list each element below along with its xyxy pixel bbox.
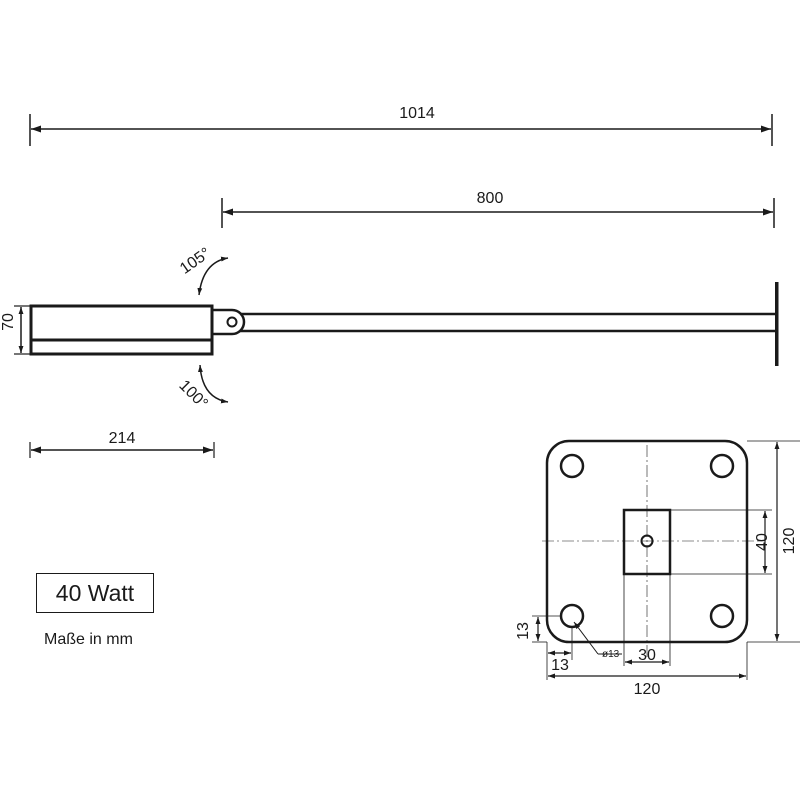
- arm-bracket: [622, 508, 672, 576]
- arm-tube: [240, 312, 775, 333]
- mounting-hole-bottom-left: [559, 603, 585, 629]
- hole-offset-x-label: 13: [551, 657, 569, 674]
- head-height-label: 70: [0, 313, 17, 331]
- wall-plate-side: [775, 282, 779, 366]
- mounting-hole-bottom-right: [709, 603, 735, 629]
- arm-length-label: 800: [477, 190, 504, 207]
- bracket-width-label: 30: [638, 647, 656, 664]
- swivel-joint: [212, 308, 246, 336]
- bracket-hole: [640, 534, 654, 548]
- tilt-down-label: 100°: [175, 377, 210, 412]
- hole-diameter-label: ø13: [602, 649, 620, 660]
- tilt-down-indicator: 100°: [175, 364, 229, 413]
- dimension-head-height: 70: [0, 305, 30, 355]
- power-rating-badge: 40 Watt: [36, 573, 154, 613]
- dimension-overall-length: 1014: [29, 105, 773, 146]
- mounting-plate-view: 40 120 30 13 13 ø13 120: [515, 439, 800, 698]
- plate-width-label: 120: [634, 681, 661, 698]
- mounting-hole-top-right: [709, 453, 735, 479]
- overall-length-label: 1014: [399, 105, 435, 122]
- head-length-label: 214: [109, 430, 136, 447]
- tilt-up-indicator: 105°: [177, 245, 229, 296]
- plate-height-label: 120: [781, 528, 798, 555]
- mounting-hole-top-left: [559, 453, 585, 479]
- dimension-head-length: 214: [29, 430, 215, 458]
- mounting-plate: [545, 439, 749, 644]
- dimension-arm-length: 800: [221, 190, 775, 228]
- tilt-up-label: 105°: [177, 245, 214, 278]
- lamp-head: [29, 304, 214, 356]
- units-note: Maße in mm: [44, 631, 133, 648]
- lamp-side-view: [29, 282, 779, 366]
- hole-offset-y-label: 13: [515, 622, 532, 640]
- bracket-height-label: 40: [754, 533, 771, 551]
